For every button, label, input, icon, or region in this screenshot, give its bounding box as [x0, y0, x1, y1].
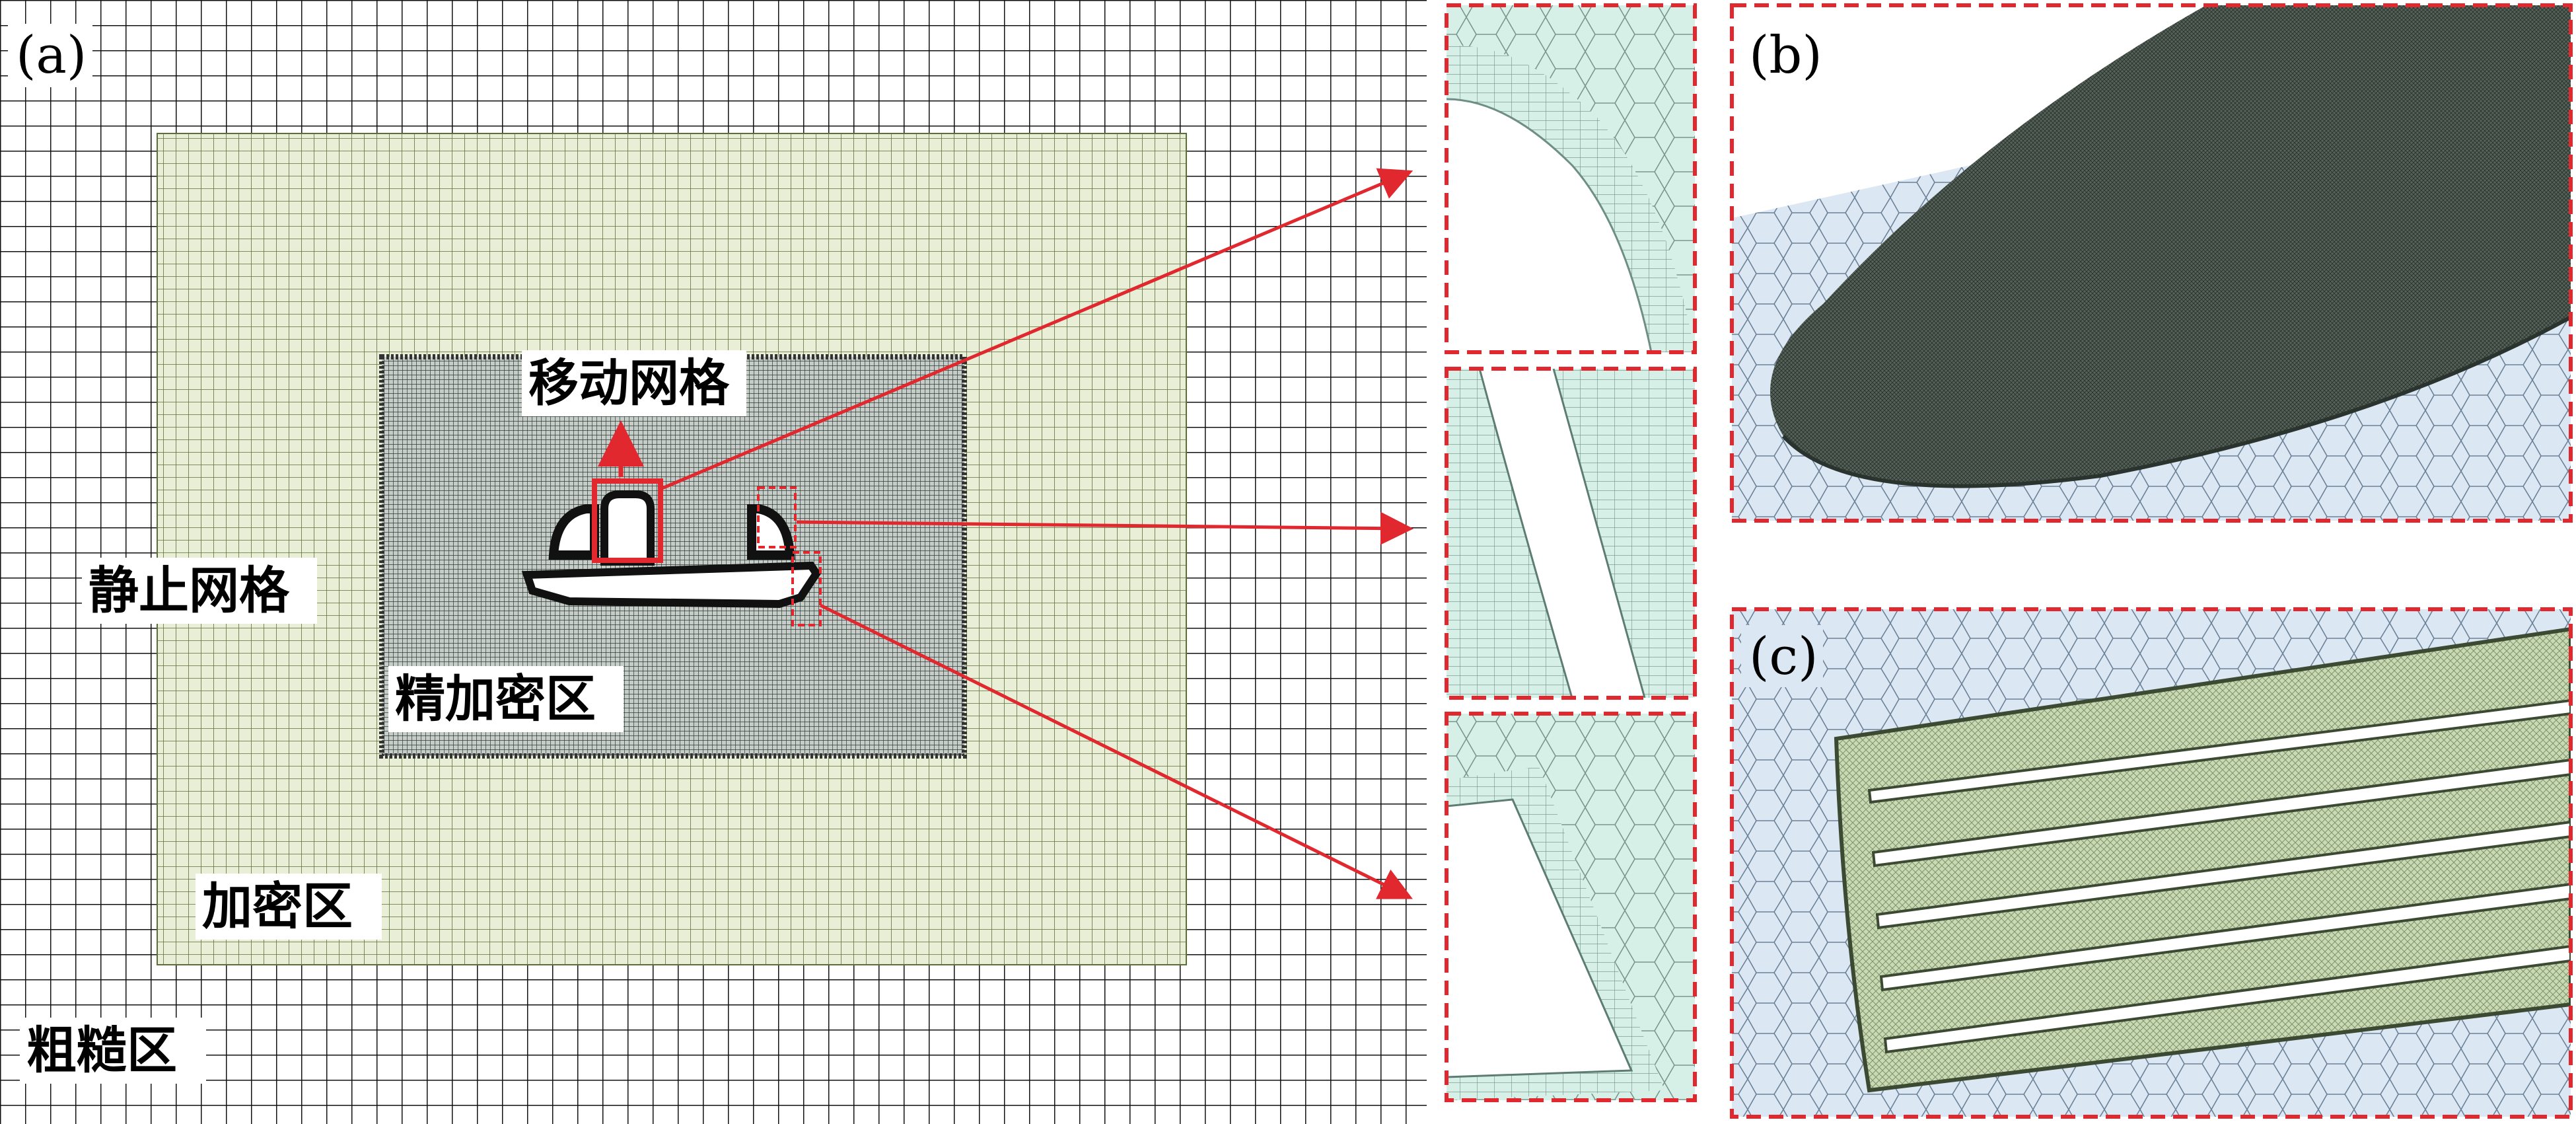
zoom-detail-3 — [1445, 712, 1697, 1102]
fine-refine-zone-label: 精加密区 — [395, 669, 596, 728]
panel-b: (b) — [1730, 3, 2573, 523]
callout-arrow-1 — [660, 168, 1413, 491]
left-wheel-housing — [548, 504, 599, 560]
zoom-frame-3 — [1445, 712, 1697, 1102]
grille-slots — [1867, 698, 2571, 1054]
vehicle-body-outline — [521, 561, 822, 609]
zoom-frame-2 — [1445, 367, 1697, 700]
zoom-box-2 — [791, 551, 822, 626]
zoom-detail-2 — [1445, 367, 1697, 700]
panel-c: (c) — [1730, 607, 2573, 1119]
vehicle-cabin — [600, 490, 655, 566]
moving-mesh-label: 移动网格 — [528, 354, 730, 412]
panel-c-label: (c) — [1749, 627, 1818, 687]
panel-c-frame — [1730, 607, 2573, 1119]
right-wheel-housing — [747, 504, 795, 560]
coarse-zone-label: 粗糙区 — [26, 1021, 177, 1080]
zoom-box-1 — [757, 486, 797, 548]
callout-arrows — [660, 168, 1413, 899]
callout-arrow-2 — [796, 511, 1413, 545]
zoom-detail-1 — [1445, 3, 1697, 354]
vehicle-nose-surface — [1770, 5, 2571, 486]
refine-zone-label: 加密区 — [202, 877, 353, 936]
moving-mesh-box — [592, 478, 663, 563]
panel-b-frame — [1730, 3, 2573, 523]
callout-arrow-3 — [819, 603, 1413, 899]
vehicle-cross-section — [521, 478, 822, 626]
panel-a-label: (a) — [16, 26, 87, 85]
static-mesh-label: 静止网格 — [89, 561, 290, 620]
panel-a: (a) 移动网格 静止网格 精加密区 加密区 粗糙区 — [0, 0, 1427, 1124]
panel-b-label: (b) — [1749, 26, 1822, 85]
zoom-frame-1 — [1445, 3, 1697, 354]
